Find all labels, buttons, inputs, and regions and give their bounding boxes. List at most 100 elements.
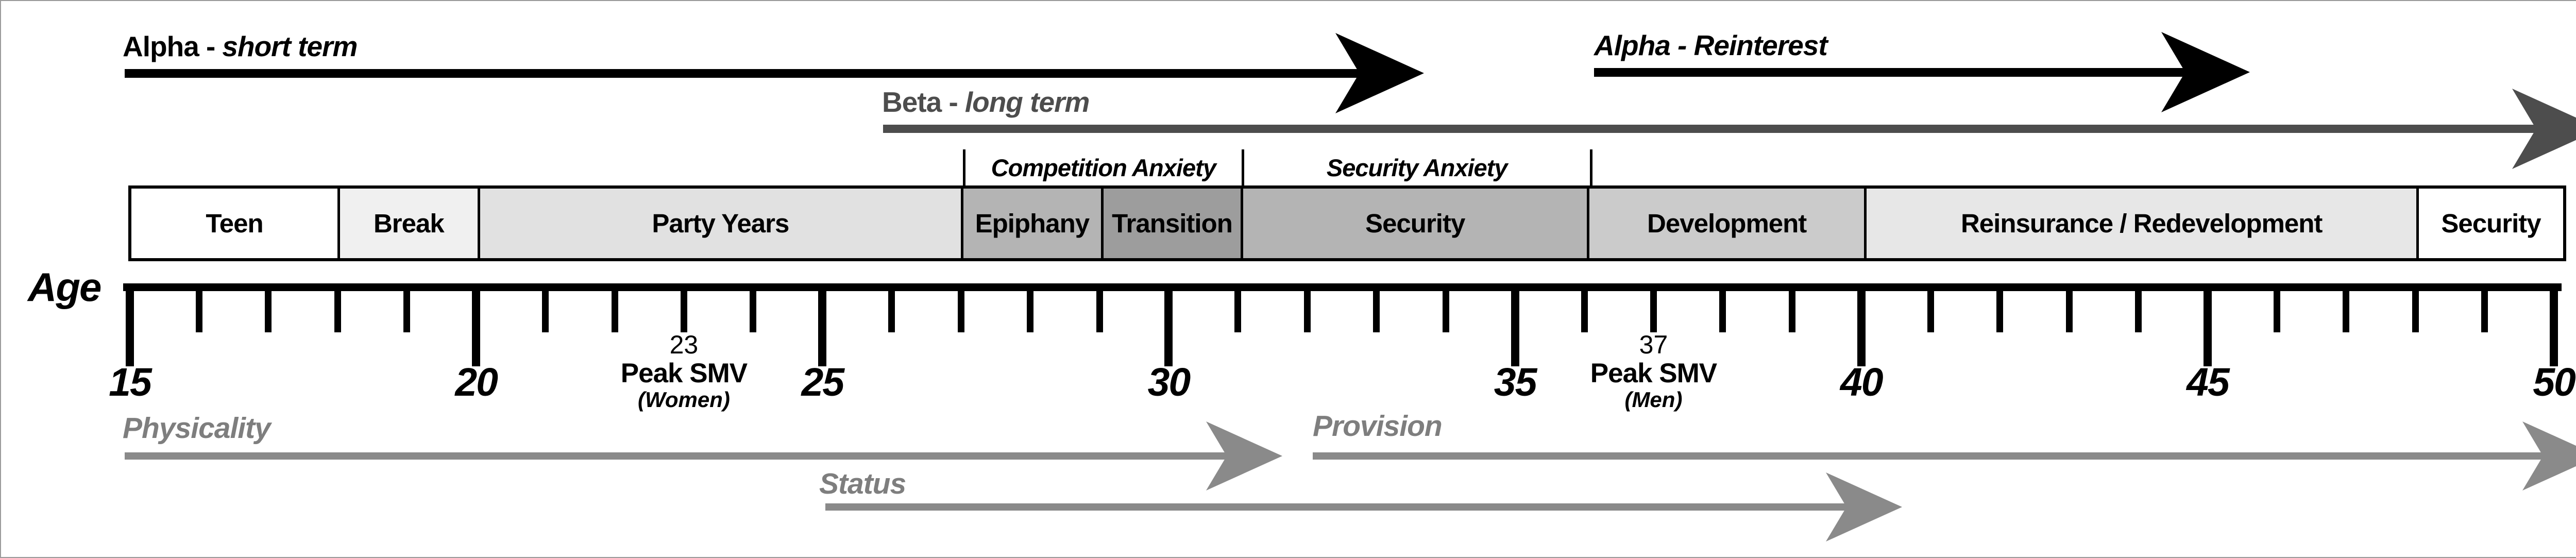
minor-tick-age-29 <box>1096 291 1103 332</box>
minor-tick-age-18 <box>334 291 341 332</box>
provision-arrowhead-icon <box>2522 421 2576 491</box>
age-tick-label-20: 20 <box>455 360 498 404</box>
minor-tick-age-32 <box>1303 291 1311 332</box>
minor-tick-age-22 <box>611 291 618 332</box>
minor-tick-age-39 <box>1788 291 1795 332</box>
provision-arrow-line <box>1313 452 2549 460</box>
minor-tick-age-48 <box>2412 291 2419 332</box>
age-axis-bar <box>123 283 2562 291</box>
peak-smv-age-label: 23 <box>669 330 699 359</box>
major-tick-age-15 <box>126 291 134 366</box>
age-tick-label-50: 50 <box>2533 360 2576 404</box>
minor-tick-age-31 <box>1234 291 1242 332</box>
major-tick-age-40 <box>1857 291 1866 366</box>
phase-box-security: Security <box>2416 189 2564 258</box>
alpha-short-term-arrowhead-icon <box>1335 33 1424 113</box>
minor-tick-age-26 <box>888 291 895 332</box>
age-tick-label-15: 15 <box>109 360 152 404</box>
phase-box-label: Party Years <box>652 209 789 238</box>
physicality-arrowhead-icon <box>1206 421 1282 491</box>
minor-tick-age-41 <box>1927 291 1934 332</box>
phase-box-epiphany: Epiphany <box>961 189 1101 258</box>
phase-row: Teen Break Party Years Epiphany Transition Se… <box>128 185 2566 261</box>
minor-tick-age-19 <box>403 291 411 332</box>
phase-box-label: Security <box>2441 209 2541 238</box>
age-tick-label-30: 30 <box>1147 360 1191 404</box>
provision-label: Provision <box>1313 410 1443 443</box>
anxiety-delimiter-bar <box>1590 149 1593 187</box>
phase-box-label: Development <box>1647 209 1807 238</box>
phase-box-label: Reinsurance / Redevelopment <box>1960 209 2323 238</box>
minor-tick-age-44 <box>2134 291 2142 332</box>
phase-box-development: Development <box>1587 189 1865 258</box>
phase-box-label: Security <box>1365 209 1465 238</box>
beta-long-term-suffix: long term <box>964 86 1090 118</box>
minor-tick-age-17 <box>265 291 272 332</box>
minor-tick-age-46 <box>2273 291 2280 332</box>
phase-box-transition: Transition <box>1100 189 1241 258</box>
major-tick-age-20 <box>472 291 481 366</box>
phase-box-security: Security <box>1241 189 1587 258</box>
phase-box-label: Epiphany <box>975 209 1090 238</box>
phase-box-teen: Teen <box>131 189 337 258</box>
phase-box-label: Teen <box>206 209 263 238</box>
minor-tick-age-27 <box>957 291 964 332</box>
minor-tick-age-43 <box>2065 291 2073 332</box>
status-arrow-line <box>825 503 1851 511</box>
minor-tick-age-49 <box>2481 291 2488 332</box>
physicality-arrow-line <box>125 452 1232 460</box>
beta-long-term-prefix: Beta - <box>882 86 958 118</box>
minor-tick-age-16 <box>195 291 202 332</box>
anxiety-label-0: Competition Anxiety <box>964 149 1243 185</box>
minor-tick-age-47 <box>2343 291 2350 332</box>
minor-tick-age-34 <box>1442 291 1449 332</box>
anxiety-delimiter-bar <box>963 149 966 187</box>
minor-tick-age-24 <box>750 291 757 332</box>
alpha-short-term-suffix: short term <box>222 30 358 62</box>
age-tick-label-25: 25 <box>801 360 844 404</box>
major-tick-age-35 <box>1511 291 1519 366</box>
minor-tick-age-38 <box>1719 291 1726 332</box>
alpha-reinterest-arrowhead-icon <box>2161 32 2250 112</box>
minor-tick-age-37 <box>1650 291 1657 332</box>
alpha-reinterest-arrow-line <box>1594 68 2187 77</box>
age-axis-title: Age <box>28 264 101 310</box>
alpha-short-term-prefix: Alpha - <box>123 30 215 62</box>
beta-long-term-arrowhead-icon <box>2512 89 2576 169</box>
anxiety-label-text: Competition Anxiety <box>991 154 1216 181</box>
phase-box-party-years: Party Years <box>477 189 961 258</box>
minor-tick-age-42 <box>1996 291 2004 332</box>
beta-long-term-label: Beta -long term <box>882 86 1090 118</box>
phase-box-label: Break <box>373 209 445 238</box>
phase-box-reinsurance-redevelopment: Reinsurance / Redevelopment <box>1864 189 2417 258</box>
peak-smv-subtitle: (Men) <box>1624 387 1683 412</box>
major-tick-age-25 <box>818 291 827 366</box>
peak-smv-title: Peak SMV <box>1590 358 1717 388</box>
alpha-reinterest-label: Alpha - Reinterest <box>1594 29 1828 61</box>
minor-tick-age-21 <box>542 291 549 332</box>
status-arrowhead-icon <box>1826 472 1902 542</box>
minor-tick-age-36 <box>1581 291 1588 332</box>
phase-box-break: Break <box>337 189 478 258</box>
minor-tick-age-33 <box>1373 291 1380 332</box>
alpha-short-term-label: Alpha -short term <box>123 30 358 62</box>
peak-smv-title: Peak SMV <box>620 358 748 388</box>
physicality-label: Physicality <box>123 412 271 445</box>
age-tick-label-35: 35 <box>1494 360 1537 404</box>
anxiety-label-1: Security Anxiety <box>1243 149 1591 185</box>
status-label: Status <box>819 467 906 500</box>
anxiety-label-text: Security Anxiety <box>1326 154 1508 181</box>
alpha-short-term-arrow-line <box>125 69 1366 78</box>
major-tick-age-50 <box>2550 291 2558 366</box>
age-tick-label-45: 45 <box>2187 360 2230 404</box>
minor-tick-age-23 <box>680 291 687 332</box>
age-tick-label-40: 40 <box>1840 360 1884 404</box>
peak-smv-age-label: 37 <box>1639 330 1668 359</box>
minor-tick-age-28 <box>1027 291 1034 332</box>
phase-box-label: Transition <box>1112 209 1233 238</box>
major-tick-age-30 <box>1164 291 1173 366</box>
peak-smv-subtitle: (Women) <box>637 387 730 412</box>
